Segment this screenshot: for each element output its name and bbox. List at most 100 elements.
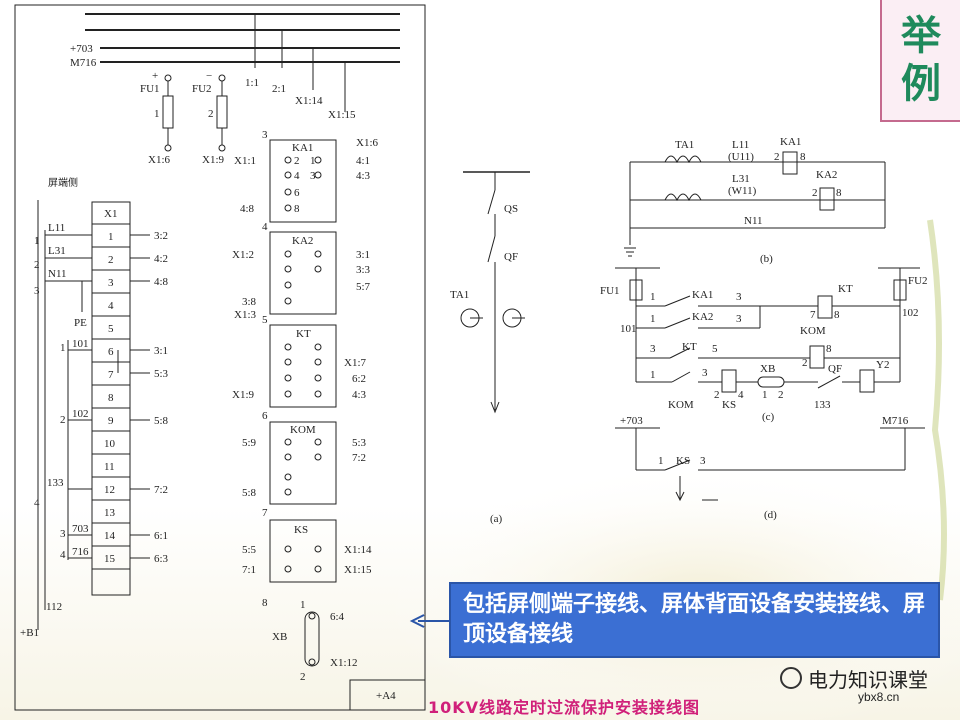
svg-text:2: 2 bbox=[300, 671, 306, 683]
svg-text:1: 1 bbox=[650, 313, 656, 325]
svg-text:1: 1 bbox=[154, 108, 160, 120]
svg-text:+703: +703 bbox=[70, 43, 93, 55]
svg-text:+: + bbox=[152, 70, 158, 82]
svg-text:5:8: 5:8 bbox=[242, 487, 257, 499]
corner-box bbox=[349, 679, 426, 711]
svg-text:1: 1 bbox=[60, 342, 66, 354]
svg-text:7: 7 bbox=[810, 309, 816, 321]
svg-text:133: 133 bbox=[47, 477, 64, 489]
svg-text:Y2: Y2 bbox=[876, 359, 889, 371]
svg-text:1: 1 bbox=[108, 231, 114, 243]
svg-text:QS: QS bbox=[504, 203, 518, 215]
svg-text:5: 5 bbox=[262, 314, 268, 326]
svg-text:102: 102 bbox=[902, 307, 919, 319]
svg-text:L11: L11 bbox=[732, 139, 749, 151]
svg-text:3:8: 3:8 bbox=[242, 296, 257, 308]
svg-text:X1:3: X1:3 bbox=[234, 309, 257, 321]
callout-box: 包括屏侧端子接线、屏体背面设备安装接线、屏顶设备接线 bbox=[449, 582, 940, 658]
svg-text:1: 1 bbox=[762, 389, 768, 401]
svg-text:6:3: 6:3 bbox=[154, 553, 169, 565]
svg-text:M716: M716 bbox=[70, 57, 97, 69]
svg-text:6: 6 bbox=[108, 346, 114, 358]
svg-text:(c): (c) bbox=[762, 411, 775, 423]
watermark-text: 电力知识课堂 bbox=[808, 667, 928, 692]
svg-text:2: 2 bbox=[108, 254, 114, 266]
svg-text:(W11): (W11) bbox=[728, 185, 757, 197]
svg-text:X1:9: X1:9 bbox=[202, 154, 225, 166]
svg-text:3:3: 3:3 bbox=[356, 264, 371, 276]
svg-text:4: 4 bbox=[60, 549, 66, 561]
svg-text:3:1: 3:1 bbox=[356, 249, 370, 261]
relay-pin-numbers: 2 4 6 8 1 3 bbox=[294, 155, 316, 215]
svg-text:6:2: 6:2 bbox=[352, 373, 366, 385]
svg-text:5:3: 5:3 bbox=[154, 368, 169, 380]
svg-text:6:1: 6:1 bbox=[154, 530, 168, 542]
svg-text:3: 3 bbox=[736, 313, 742, 325]
svg-text:3: 3 bbox=[702, 367, 708, 379]
svg-text:716: 716 bbox=[72, 546, 89, 558]
svg-text:1: 1 bbox=[310, 155, 316, 167]
svg-text:M716: M716 bbox=[882, 415, 909, 427]
svg-text:−: − bbox=[206, 70, 212, 82]
svg-text:4:3: 4:3 bbox=[356, 170, 371, 182]
svg-text:KS: KS bbox=[294, 524, 308, 536]
svg-text:15: 15 bbox=[104, 553, 116, 565]
svg-text:KOM: KOM bbox=[800, 325, 826, 337]
diagram-c-labels: FU1 FU2 KA1 KA2 KT KOM KT XB QF Y2 KOM K… bbox=[600, 275, 928, 423]
terminal-row-numbers: 1 2 3 4 5 6 7 8 9 10 11 12 13 14 15 bbox=[104, 231, 116, 565]
svg-text:1:1: 1:1 bbox=[245, 77, 259, 89]
svg-text:X1:15: X1:15 bbox=[328, 109, 356, 121]
svg-text:KA2: KA2 bbox=[816, 169, 837, 181]
xb-labels: XB 8 1 2 6:4 X1:12 bbox=[262, 597, 358, 683]
svg-text:13: 13 bbox=[104, 507, 116, 519]
svg-text:X1:15: X1:15 bbox=[344, 564, 372, 576]
svg-text:QF: QF bbox=[828, 363, 842, 375]
svg-text:2: 2 bbox=[714, 389, 720, 401]
svg-text:4: 4 bbox=[738, 389, 744, 401]
svg-text:+703: +703 bbox=[620, 415, 643, 427]
svg-text:L31: L31 bbox=[732, 173, 750, 185]
svg-text:3: 3 bbox=[108, 277, 114, 289]
svg-text:FU1: FU1 bbox=[140, 83, 160, 95]
slide-caption: 10KV线路定时过流保护安装接线图 bbox=[428, 698, 701, 717]
relay-labels: KA1 3 X1:1 4:8 X1:6 4:1 4:3 KA2 4 X1:2 3… bbox=[232, 129, 379, 576]
callout-text: 包括屏侧端子接线、屏体背面设备安装接线、屏顶设备接线 bbox=[463, 592, 926, 647]
svg-text:6: 6 bbox=[294, 187, 300, 199]
svg-text:(d): (d) bbox=[764, 509, 777, 521]
svg-text:X1:12: X1:12 bbox=[330, 657, 358, 669]
svg-text:8: 8 bbox=[262, 597, 268, 609]
svg-text:4:8: 4:8 bbox=[240, 203, 255, 215]
site-tag: ybx8.cn bbox=[858, 690, 900, 704]
svg-text:FU2: FU2 bbox=[192, 83, 212, 95]
svg-text:4: 4 bbox=[294, 170, 300, 182]
svg-text:7: 7 bbox=[108, 369, 114, 381]
example-title-box: 举 例 bbox=[880, 0, 960, 122]
svg-text:XB: XB bbox=[760, 363, 775, 375]
terminal-block-id: X1 bbox=[104, 208, 117, 220]
svg-text:12: 12 bbox=[104, 484, 115, 496]
svg-text:L31: L31 bbox=[48, 245, 66, 257]
title-char-1: 举 bbox=[901, 12, 941, 59]
svg-text:5: 5 bbox=[108, 323, 114, 335]
watermark: 电力知识课堂 bbox=[780, 664, 928, 692]
terminal-left-labels: L11 L31 N11 PE 101 102 133 703 716 1 2 3… bbox=[20, 222, 396, 702]
svg-text:2: 2 bbox=[60, 414, 66, 426]
svg-text:2: 2 bbox=[774, 151, 780, 163]
svg-text:TA1: TA1 bbox=[675, 139, 694, 151]
svg-text:2: 2 bbox=[294, 155, 300, 167]
bus-labels: +703 M716 1:1 2:1 X1:14 X1:15 bbox=[70, 43, 356, 121]
svg-text:+B1: +B1 bbox=[20, 627, 39, 639]
diagram-d-labels: +703 M716 KS 1 3 (d) bbox=[620, 415, 909, 521]
svg-text:FU1: FU1 bbox=[600, 285, 620, 297]
svg-text:5:8: 5:8 bbox=[154, 415, 169, 427]
svg-text:PE: PE bbox=[74, 317, 87, 329]
wechat-icon bbox=[780, 667, 802, 689]
svg-text:N11: N11 bbox=[744, 215, 763, 227]
svg-text:KT: KT bbox=[296, 328, 311, 340]
svg-text:5:3: 5:3 bbox=[352, 437, 367, 449]
svg-text:3: 3 bbox=[736, 291, 742, 303]
svg-text:X1:14: X1:14 bbox=[295, 95, 323, 107]
fuse-labels: FU1 + 1 X1:6 FU2 − 2 X1:9 bbox=[140, 70, 225, 166]
title-char-2: 例 bbox=[901, 60, 941, 107]
